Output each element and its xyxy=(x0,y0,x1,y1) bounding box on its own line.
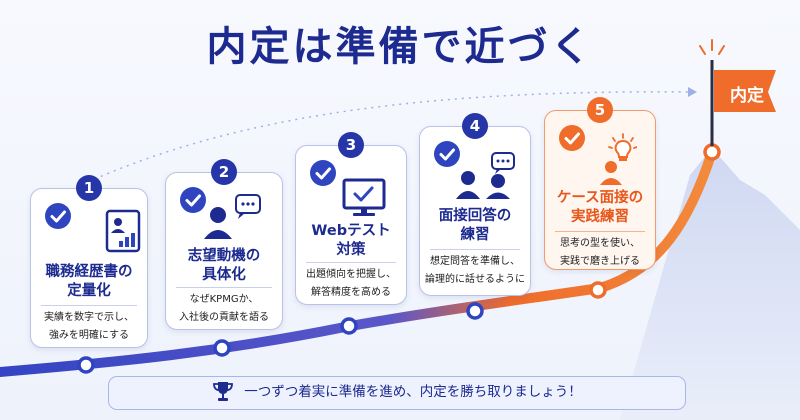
check-icon xyxy=(559,125,585,151)
trophy-icon xyxy=(213,381,234,401)
lightbulb-person-icon xyxy=(600,133,637,185)
monitor-check-icon xyxy=(342,178,386,216)
check-icon xyxy=(434,141,460,167)
mountain xyxy=(620,148,800,420)
step-card-3: 3 Webテスト対策 出題傾向を把握し、解答精度を高める xyxy=(295,132,407,305)
growth-curve xyxy=(0,147,717,377)
step-number-badge: 4 xyxy=(462,113,488,139)
goal-flag-label: 内定 xyxy=(730,86,764,106)
step-description: 思考の型を使い、実践で磨き上げる xyxy=(560,238,640,267)
encouragement-banner: 一つずつ着実に準備を進め、内定を勝ち取りましょう！ xyxy=(108,376,686,410)
check-icon xyxy=(180,187,206,213)
step-title: ケース面接の実践練習 xyxy=(556,190,644,225)
step-description: 出題傾向を把握し、解答精度を高める xyxy=(306,269,396,298)
step-title: 志望動機の具体化 xyxy=(187,248,261,283)
milestone-dots xyxy=(77,143,721,374)
interview-icon xyxy=(456,152,515,199)
step-number-badge: 3 xyxy=(338,132,364,158)
resume-chart-icon xyxy=(105,209,141,253)
step-title: Webテスト対策 xyxy=(311,223,391,258)
step-card-1: 1 職務経歴書の定量化 実績を数字で示し、強みを明確にする xyxy=(30,175,148,348)
check-icon xyxy=(45,203,71,229)
step-number-badge: 5 xyxy=(587,97,613,123)
person-speech-icon xyxy=(204,194,261,239)
step-description: 想定問答を準備し、論理的に話せるように xyxy=(425,256,525,285)
flag xyxy=(699,39,776,146)
step-number-badge: 2 xyxy=(211,159,237,185)
step-description: 実績を数字で示し、強みを明確にする xyxy=(44,312,134,341)
step-card-2: 2 志望動機の具体化 なぜKPMGか、入社後の貢献を語る xyxy=(165,159,283,330)
banner-text: 一つずつ着実に準備を進め、内定を勝ち取りましょう！ xyxy=(244,384,582,400)
page-title: 内定は準備で近づく xyxy=(206,24,594,70)
step-number-badge: 1 xyxy=(76,175,102,201)
step-card-5: 5 ケース面接の実践練習 思考の型を使い、実践で磨き上げる xyxy=(544,97,656,270)
step-card-4: 4 面接回答の練習 想定問答を準備し、論理的に話せるように xyxy=(419,113,531,296)
check-icon xyxy=(310,160,336,186)
step-title: 職務経歴書の定量化 xyxy=(45,264,133,299)
step-title: 面接回答の練習 xyxy=(438,208,512,243)
step-description: なぜKPMGか、入社後の貢献を語る xyxy=(179,294,269,323)
